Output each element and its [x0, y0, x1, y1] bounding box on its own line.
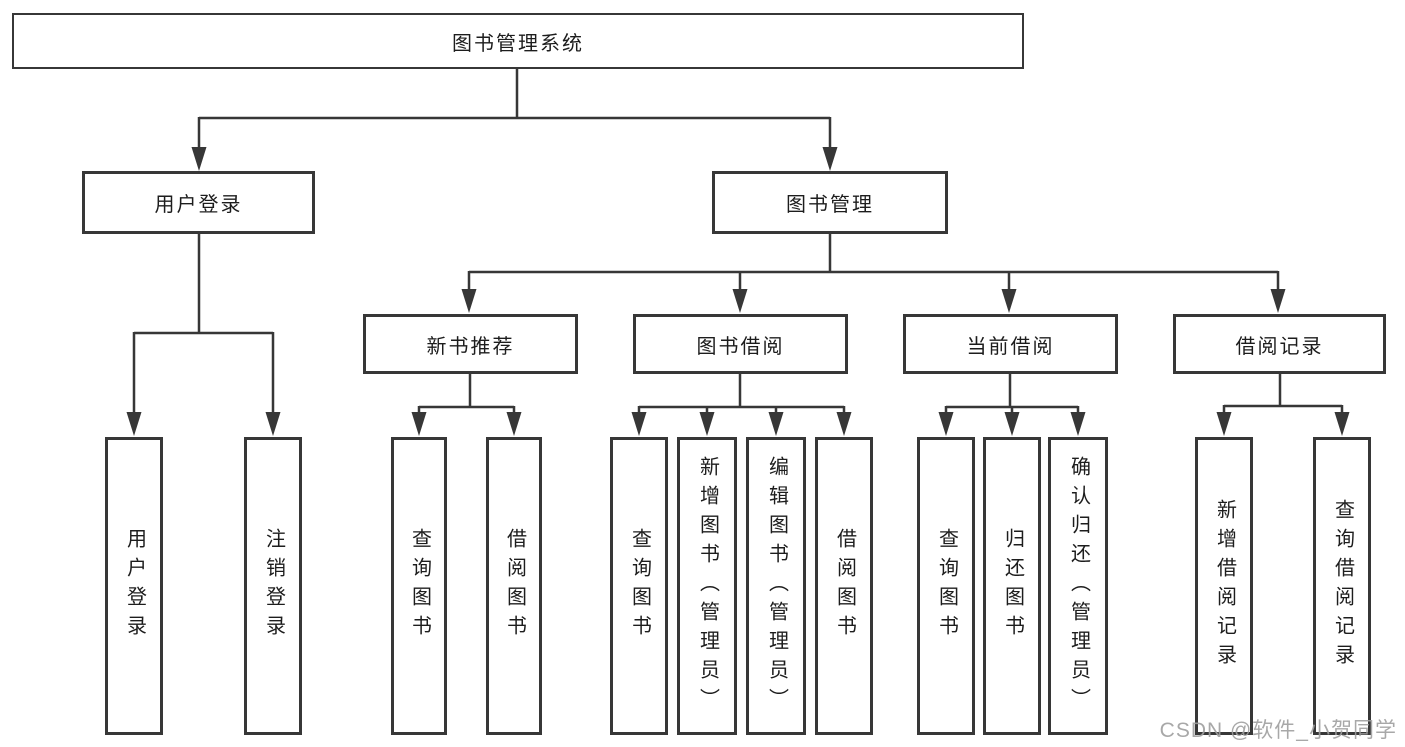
- node-book-management: 图书管理: [712, 171, 948, 234]
- leaf-recommend-query-books: 查询图书: [391, 437, 447, 735]
- leaf-add-borrow-record: 新增借阅记录: [1195, 437, 1253, 735]
- leaf-recommend-query-books-label: 查询图书: [408, 528, 431, 644]
- leaf-borrowing-borrow-books: 借阅图书: [815, 437, 873, 735]
- node-borrow-records: 借阅记录: [1173, 314, 1386, 374]
- leaf-edit-books-admin-label: 编辑图书（管理员）: [765, 455, 788, 717]
- leaf-confirm-return-admin: 确认归还（管理员）: [1048, 437, 1108, 735]
- node-library-system: 图书管理系统: [12, 13, 1024, 69]
- node-library-system-label: 图书管理系统: [452, 32, 584, 55]
- leaf-return-books: 归还图书: [983, 437, 1041, 735]
- node-new-book-recommend-label: 新书推荐: [426, 335, 515, 358]
- leaf-user-login-label: 用户登录: [123, 528, 146, 644]
- leaf-return-books-label: 归还图书: [1001, 528, 1024, 644]
- leaf-borrowing-query-books: 查询图书: [610, 437, 668, 735]
- leaf-borrowing-borrow-books-label: 借阅图书: [833, 528, 856, 644]
- leaf-add-books-admin: 新增图书（管理员）: [677, 437, 737, 735]
- leaf-logout-label: 注销登录: [262, 528, 285, 644]
- leaf-confirm-return-admin-label: 确认归还（管理员）: [1067, 455, 1090, 717]
- leaf-recommend-borrow-books: 借阅图书: [486, 437, 542, 735]
- leaf-current-query-books: 查询图书: [917, 437, 975, 735]
- leaf-logout: 注销登录: [244, 437, 302, 735]
- leaf-query-borrow-record: 查询借阅记录: [1313, 437, 1371, 735]
- leaf-user-login: 用户登录: [105, 437, 163, 735]
- leaf-add-borrow-record-label: 新增借阅记录: [1213, 499, 1236, 673]
- node-current-borrowing-label: 当前借阅: [966, 335, 1055, 358]
- leaf-edit-books-admin: 编辑图书（管理员）: [746, 437, 806, 735]
- node-borrow-records-label: 借阅记录: [1235, 335, 1324, 358]
- leaf-add-books-admin-label: 新增图书（管理员）: [696, 455, 719, 717]
- node-user-login-label: 用户登录: [154, 194, 243, 216]
- node-current-borrowing: 当前借阅: [903, 314, 1118, 374]
- node-book-borrowing-label: 图书借阅: [696, 335, 785, 358]
- leaf-current-query-books-label: 查询图书: [935, 528, 958, 644]
- arrowheads: [126, 147, 1350, 436]
- node-user-login: 用户登录: [82, 171, 315, 234]
- leaf-query-borrow-record-label: 查询借阅记录: [1331, 499, 1354, 673]
- csdn-watermark: CSDN @软件_小贺同学: [1159, 719, 1397, 742]
- node-book-management-label: 图书管理: [786, 194, 874, 216]
- node-new-book-recommend: 新书推荐: [363, 314, 578, 374]
- leaf-borrowing-query-books-label: 查询图书: [628, 528, 651, 644]
- node-book-borrowing: 图书借阅: [633, 314, 848, 374]
- leaf-recommend-borrow-books-label: 借阅图书: [503, 528, 526, 644]
